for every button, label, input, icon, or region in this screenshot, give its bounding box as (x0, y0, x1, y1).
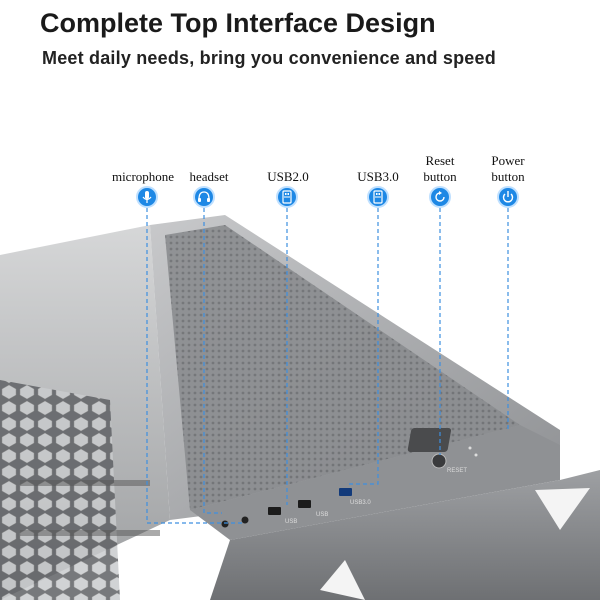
reset-icon (429, 186, 451, 208)
leader-headset (203, 208, 222, 514)
power-icon (497, 186, 519, 208)
panel-reset-label: RESET (447, 468, 468, 474)
usb3-icon (367, 186, 389, 208)
callout-usb2-label: USB2.0 (267, 169, 309, 184)
port-usb-2 (298, 500, 311, 508)
page-subtitle: Meet daily needs, bring you convenience … (42, 48, 496, 68)
reset-switch (431, 453, 447, 469)
headset-icon (193, 186, 215, 208)
callout-power-line1: Power (491, 153, 525, 168)
front-panel (210, 470, 600, 600)
panel-usb-label: USB (285, 519, 298, 525)
port-mic (241, 516, 249, 524)
front-accent-right (535, 488, 590, 530)
port-headset (221, 520, 229, 528)
callout-reset-line2: button (423, 169, 457, 184)
microphone-icon (136, 186, 158, 208)
leader-microphone (146, 208, 242, 524)
callout-microphone-label: microphone (111, 169, 175, 184)
callout-headset-label: headset (189, 169, 229, 184)
callout-reset-line1: Reset (425, 153, 455, 168)
callout-power-line2: button (491, 169, 525, 184)
port-usb-1 (268, 507, 281, 515)
callout-reset-label: Reset button (412, 153, 468, 185)
front-accent-left (320, 560, 365, 600)
page-title: Complete Top Interface Design (40, 8, 436, 38)
leader-usb3 (347, 208, 379, 485)
panel-usb-label: USB (316, 512, 329, 518)
callout-power-label: Power button (480, 153, 536, 185)
panel-usb3-label: USB3.0 (350, 500, 371, 506)
usb2-icon (276, 186, 298, 208)
front-io-strip (190, 425, 560, 540)
port-usb3 (339, 488, 352, 496)
side-hex-vent (0, 380, 120, 600)
callout-usb3-label: USB3.0 (357, 169, 399, 184)
power-switch (407, 428, 452, 452)
